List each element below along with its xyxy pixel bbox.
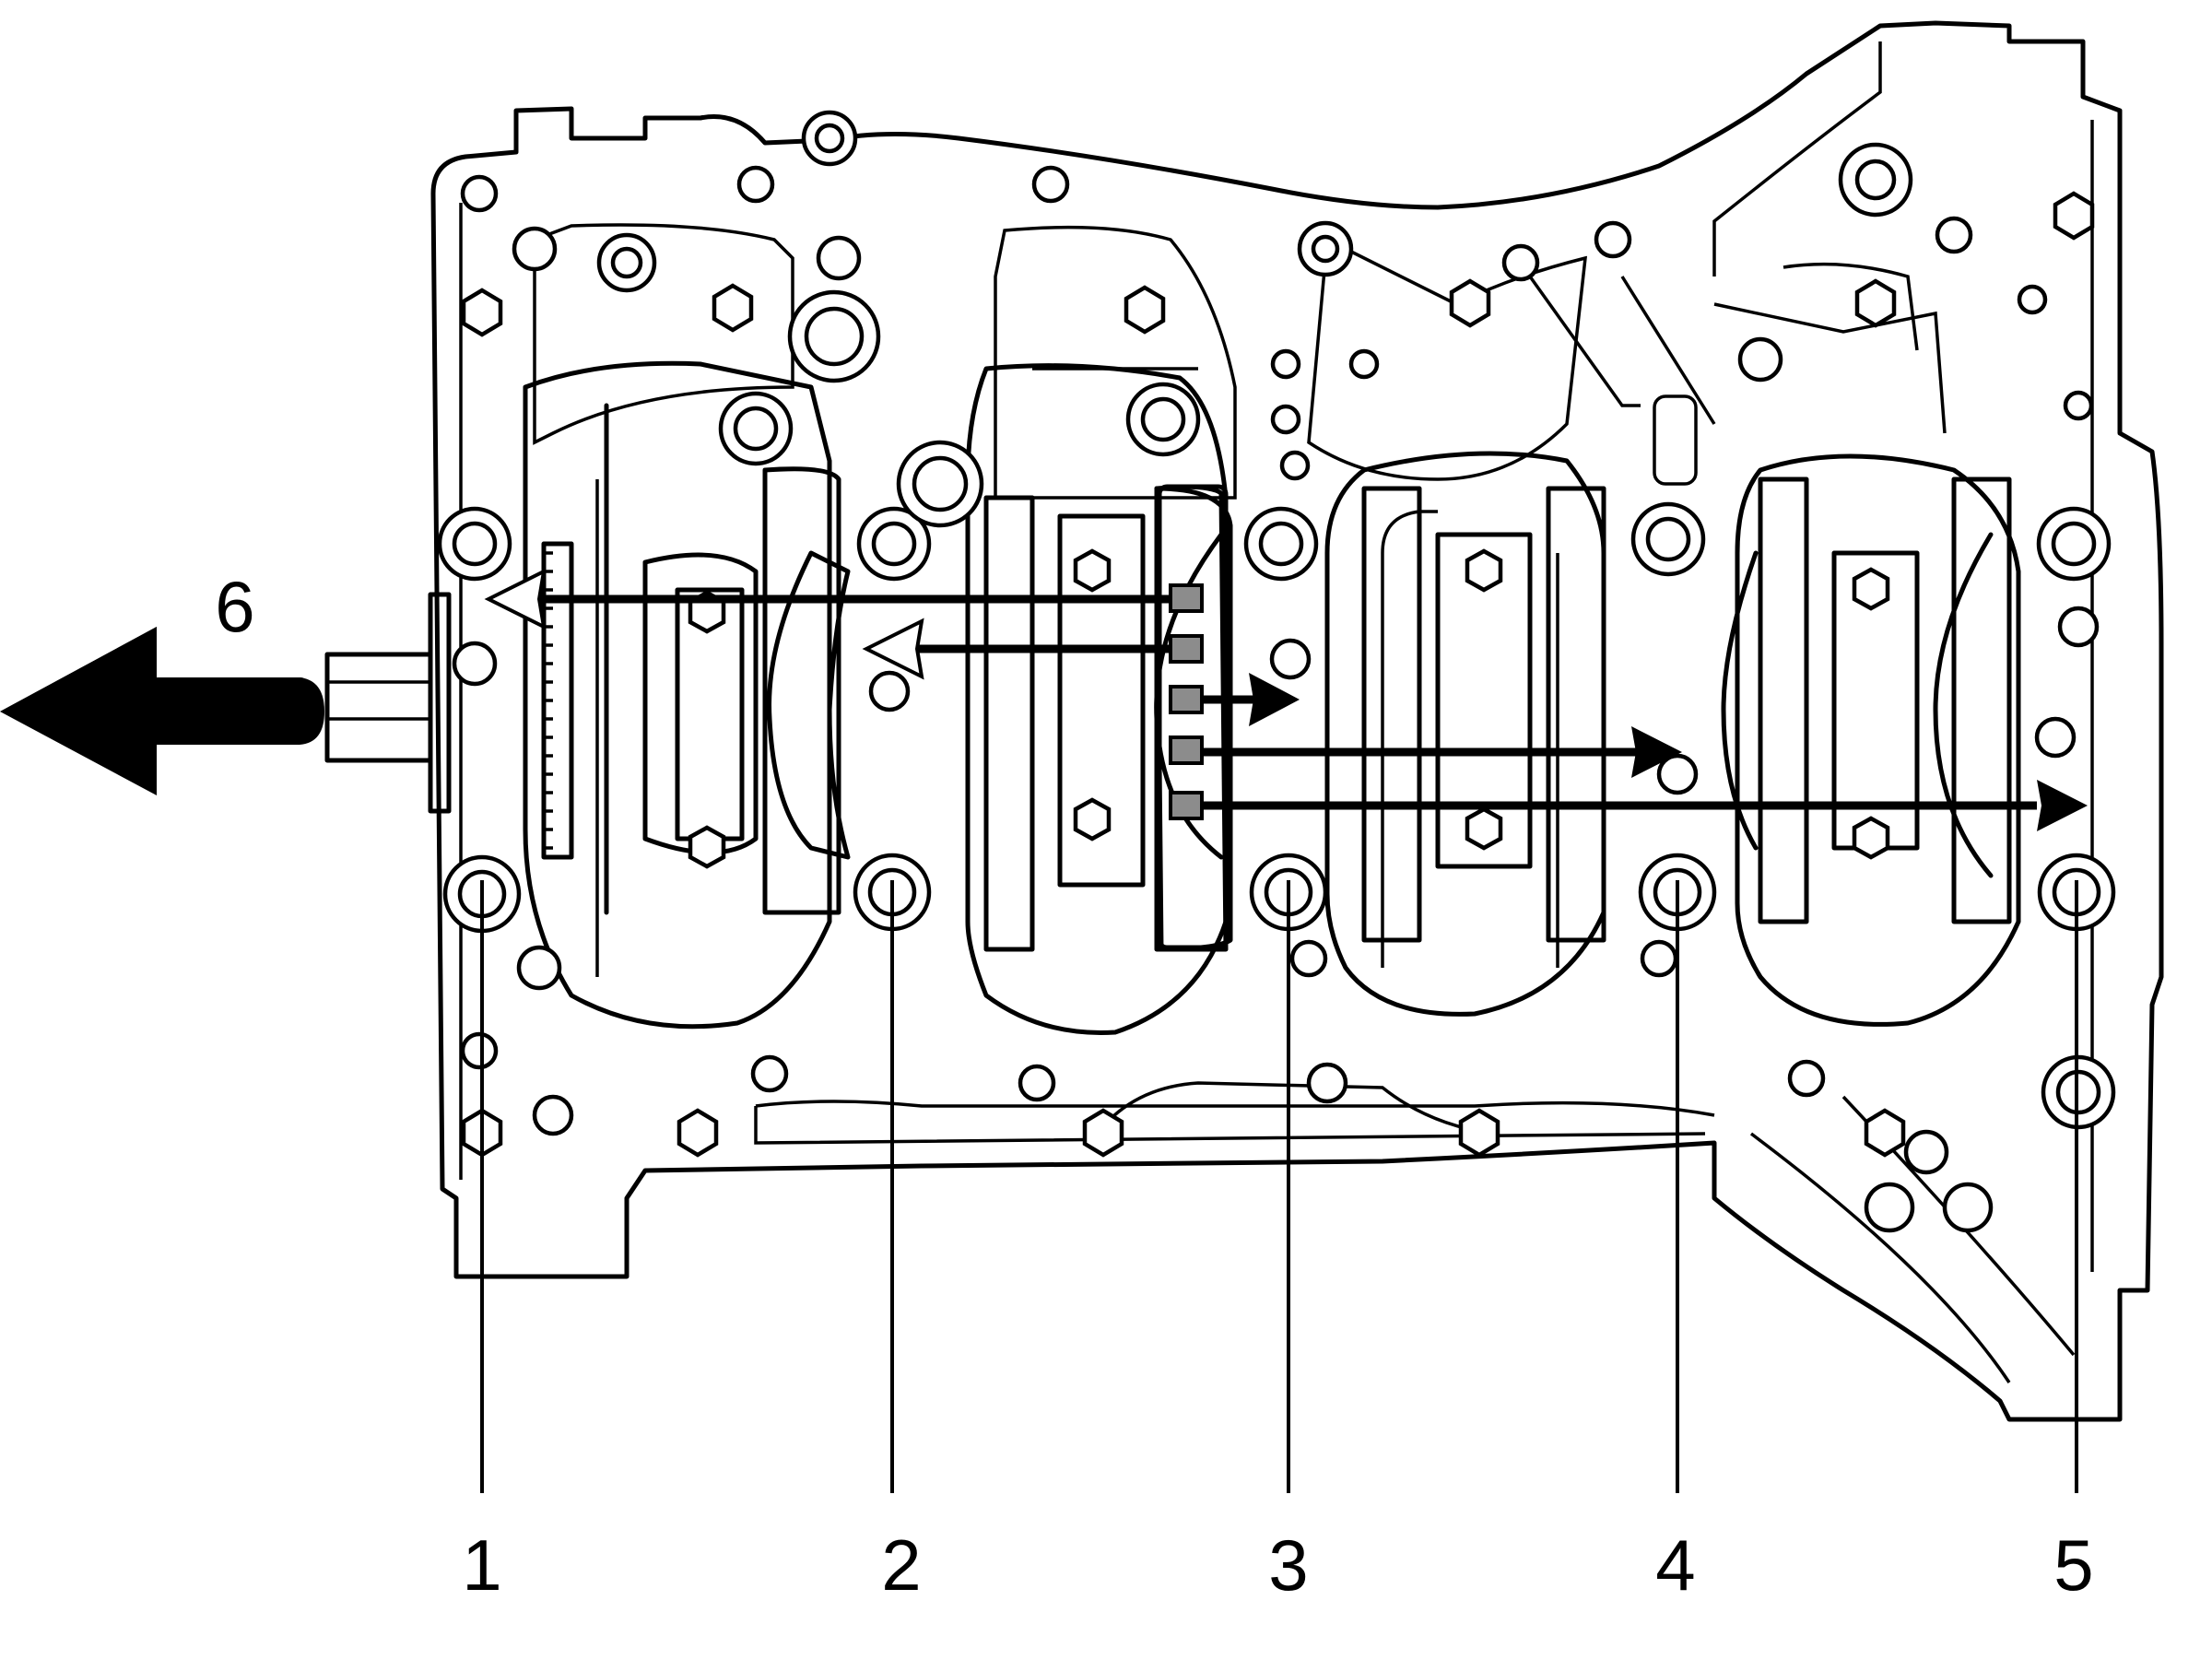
callout-label-5: 5 [2053,1524,2093,1606]
callout-label-4: 4 [1655,1524,1695,1606]
arrow-to-journal-3-head [1249,673,1300,726]
arrow-to-journal-1-head [484,568,547,630]
arrow-to-journal-4-head [1631,726,1682,778]
arrow-to-journal-2-head [862,618,924,680]
arrow-to-journal-5-head [2037,780,2088,831]
callout-label-1: 1 [462,1524,501,1606]
engine-front-arrow-body [0,627,324,795]
hex-bolts [461,191,2095,1158]
bearing-tag-3 [1169,685,1204,714]
callout-label-3: 3 [1268,1524,1308,1606]
callout-label-6: 6 [215,566,254,647]
engine-block-outline [430,20,2164,1422]
indicator-arrows [484,568,2088,831]
callout-labels: 1 2 3 4 5 6 [215,566,2093,1606]
upper-structures [533,223,1947,500]
bearing-tag-4 [1169,735,1204,765]
leader-lines [480,880,2078,1493]
bearing-tag-2 [1169,634,1204,664]
bearing-tag-1 [1169,583,1204,613]
crankshaft [324,403,2012,977]
callout-label-2: 2 [881,1524,921,1606]
bolt-holes [437,110,2116,1233]
bearing-tag-5 [1169,791,1204,820]
